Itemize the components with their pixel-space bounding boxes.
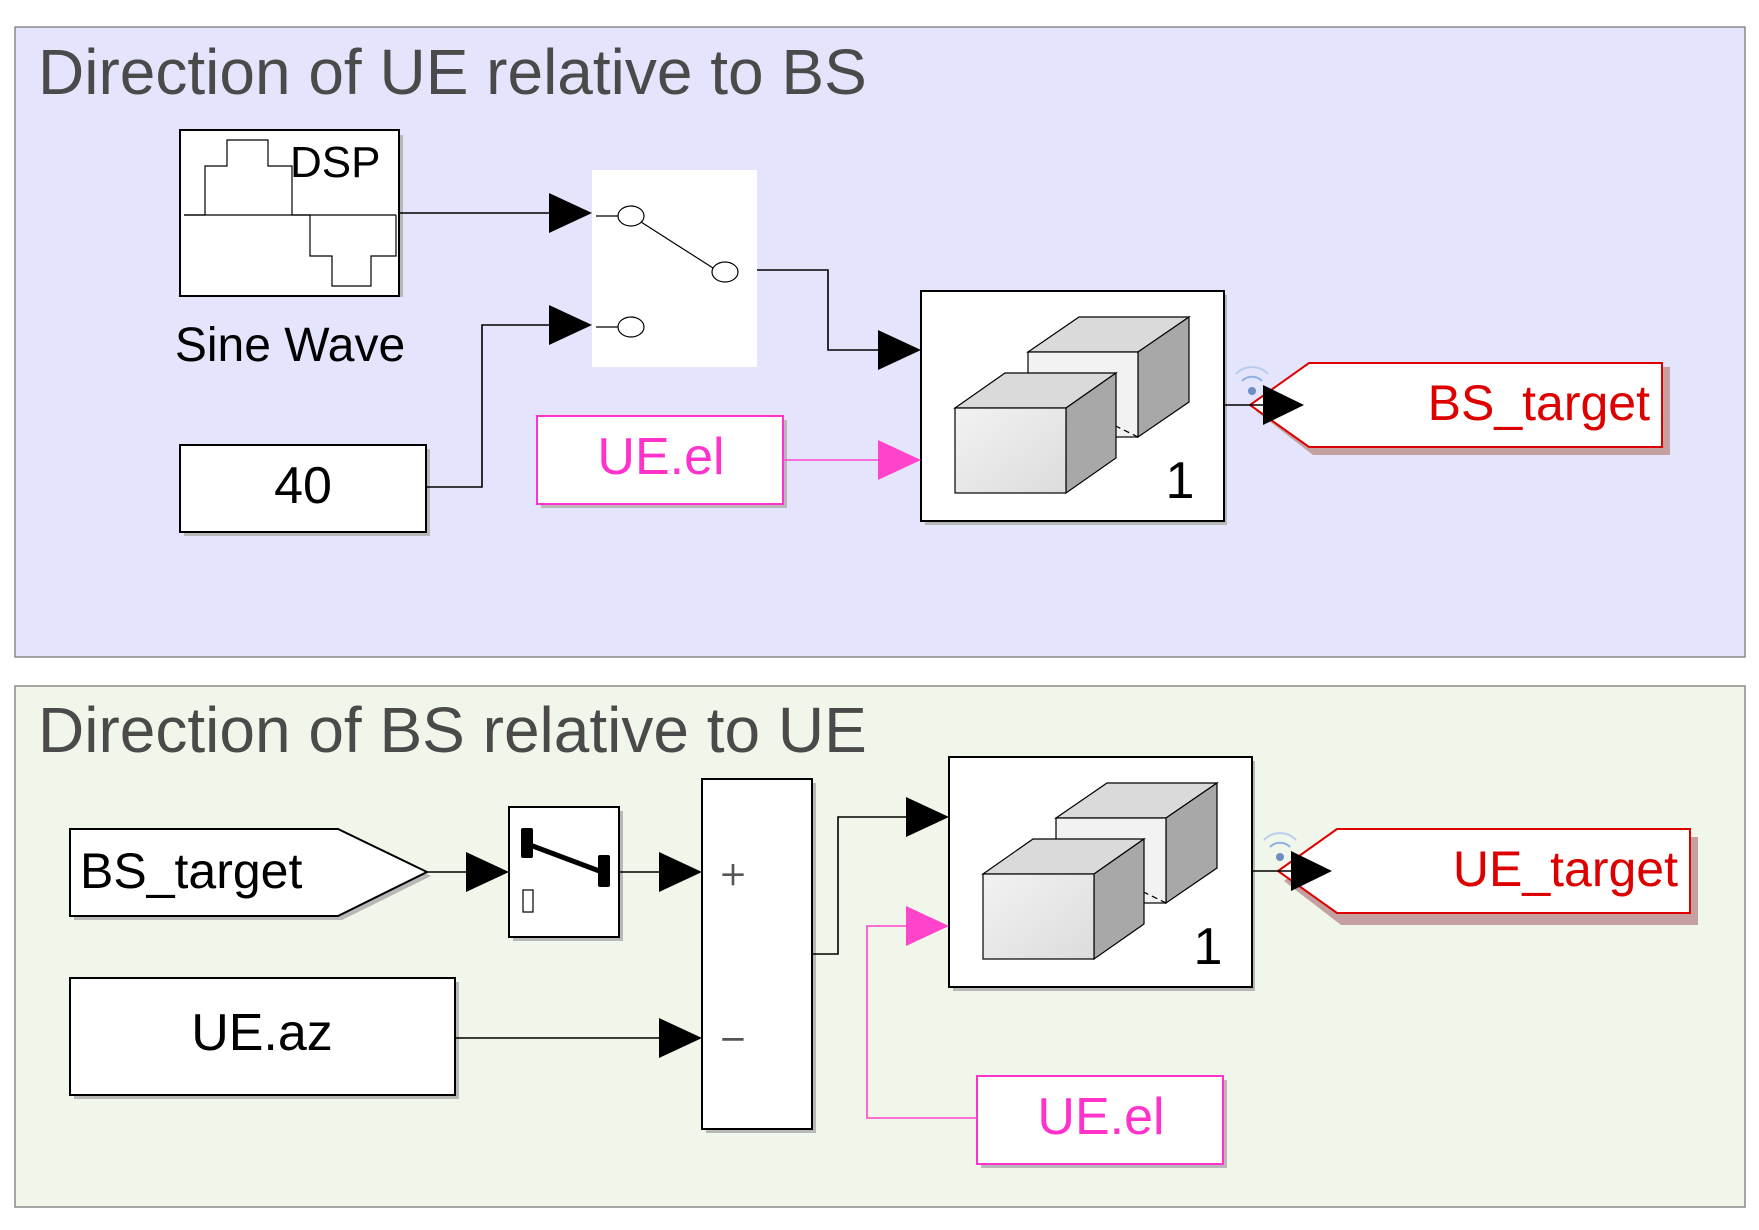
switch-contact-top	[617, 205, 645, 227]
selector-top-value: 1	[1166, 452, 1195, 510]
goto-ue-target-tag: UE_target	[1453, 841, 1678, 897]
constant-40-block[interactable]: 40	[179, 444, 430, 536]
sum-plus-sign: +	[719, 854, 748, 894]
from-ue-el-bottom-tag: UE.el	[1037, 1088, 1164, 1146]
from-bs-target-tag: BS_target	[80, 843, 302, 899]
from-ue-el-top[interactable]: UE.el	[536, 415, 787, 508]
from-bs-target[interactable]: BS_target	[69, 828, 431, 920]
constant-ue-az-value: UE.az	[191, 1004, 333, 1062]
switch-lever	[640, 221, 714, 269]
sum-minus-sign: −	[719, 1019, 748, 1059]
from-ue-el-top-tag: UE.el	[597, 428, 724, 486]
from-ue-el-bottom[interactable]: UE.el	[976, 1075, 1227, 1168]
selector-block-top[interactable]: 1	[920, 290, 1227, 525]
area-bottom[interactable]: Direction of BS relative to UE BS_target…	[14, 685, 1746, 1208]
unwrap-block[interactable]	[508, 806, 623, 941]
selector-block-bottom[interactable]: 1	[948, 756, 1255, 991]
switch-contact-bottom	[617, 316, 645, 338]
constant-ue-az-block[interactable]: UE.az	[69, 977, 459, 1099]
top-wires	[399, 193, 1304, 488]
cube-array-icon-bottom	[981, 781, 1219, 961]
signal-broadcast-icon	[1235, 366, 1269, 395]
manual-switch-block[interactable]	[592, 170, 757, 367]
constant-40-value: 40	[274, 457, 332, 515]
unwrap-icon	[521, 828, 610, 913]
sine-wave-label: Sine Wave	[175, 319, 405, 372]
area-top[interactable]: Direction of UE relative to BS DSP Sine …	[14, 26, 1746, 658]
area-top-title: Direction of UE relative to BS	[38, 36, 867, 108]
goto-ue-target[interactable]: UE_target	[1276, 828, 1698, 925]
sine-mask-text: DSP	[290, 138, 380, 187]
sum-block[interactable]: + −	[701, 778, 816, 1133]
bottom-wires	[427, 797, 1332, 1119]
sine-wave-block[interactable]: DSP	[179, 129, 403, 297]
goto-bs-target-tag: BS_target	[1428, 375, 1650, 431]
staircase-sine-icon	[184, 139, 397, 287]
selector-bottom-value: 1	[1194, 918, 1223, 976]
goto-bs-target[interactable]: BS_target	[1248, 362, 1670, 455]
signal-broadcast-icon-bottom	[1263, 832, 1297, 861]
switch-contact-out	[711, 261, 739, 283]
area-bottom-title: Direction of BS relative to UE	[38, 694, 867, 766]
cube-array-icon	[953, 315, 1191, 495]
